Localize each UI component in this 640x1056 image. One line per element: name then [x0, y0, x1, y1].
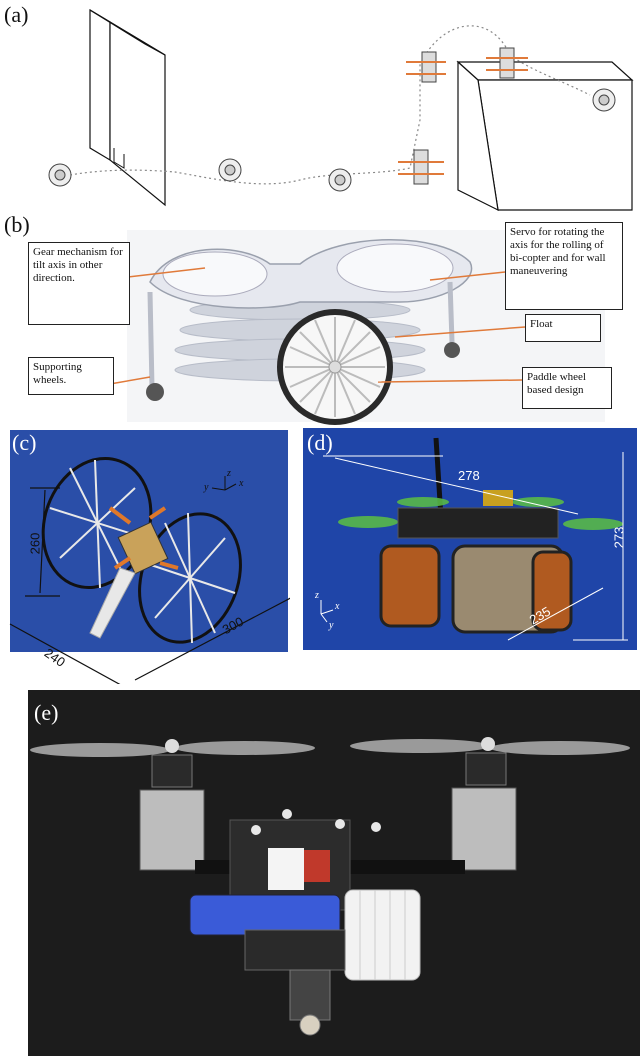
axis-c-x: x — [239, 478, 244, 489]
callout-paddle-wheel: Paddle wheel based design — [522, 367, 612, 409]
panel-a-label: (a) — [4, 2, 29, 27]
panel-d-robot — [320, 437, 628, 641]
callout-float: Float — [525, 314, 601, 342]
dim-d-length: 278 — [458, 468, 480, 483]
panel-c: (c) 260 300 240 — [0, 428, 290, 684]
panel-d-label: (d) — [307, 430, 333, 455]
axis-d-x: x — [335, 601, 340, 612]
axis-d-z: z — [315, 590, 319, 601]
dim-d-height: 273 — [611, 526, 627, 549]
callout-servo: Servo for rotating the axis for the roll… — [505, 222, 623, 310]
axis-d-y: y — [329, 620, 334, 631]
panel-a: (a) — [0, 0, 640, 214]
axis-c-y: y — [204, 482, 209, 493]
axis-c-z: z — [227, 468, 231, 479]
panel-c-robot — [9, 456, 290, 684]
panel-a-illustration — [48, 8, 634, 212]
panel-c-label: (c) — [12, 430, 37, 455]
panel-e-bicopter — [30, 737, 630, 1036]
panel-e-label: (e) — [34, 700, 59, 725]
panel-d: (d) 278 273 235 z x y — [303, 428, 640, 684]
robot-wheel-icon — [48, 88, 616, 192]
panel-b-label: (b) — [4, 212, 30, 237]
callout-supporting-wheels: Supporting wheels. — [28, 357, 114, 395]
dim-c-height: 260 — [27, 532, 43, 555]
panel-b: (b) — [0, 212, 640, 426]
callout-gear: Gear mechanism for tilt axis in other di… — [28, 242, 130, 325]
panel-e: (e) — [0, 690, 640, 1056]
